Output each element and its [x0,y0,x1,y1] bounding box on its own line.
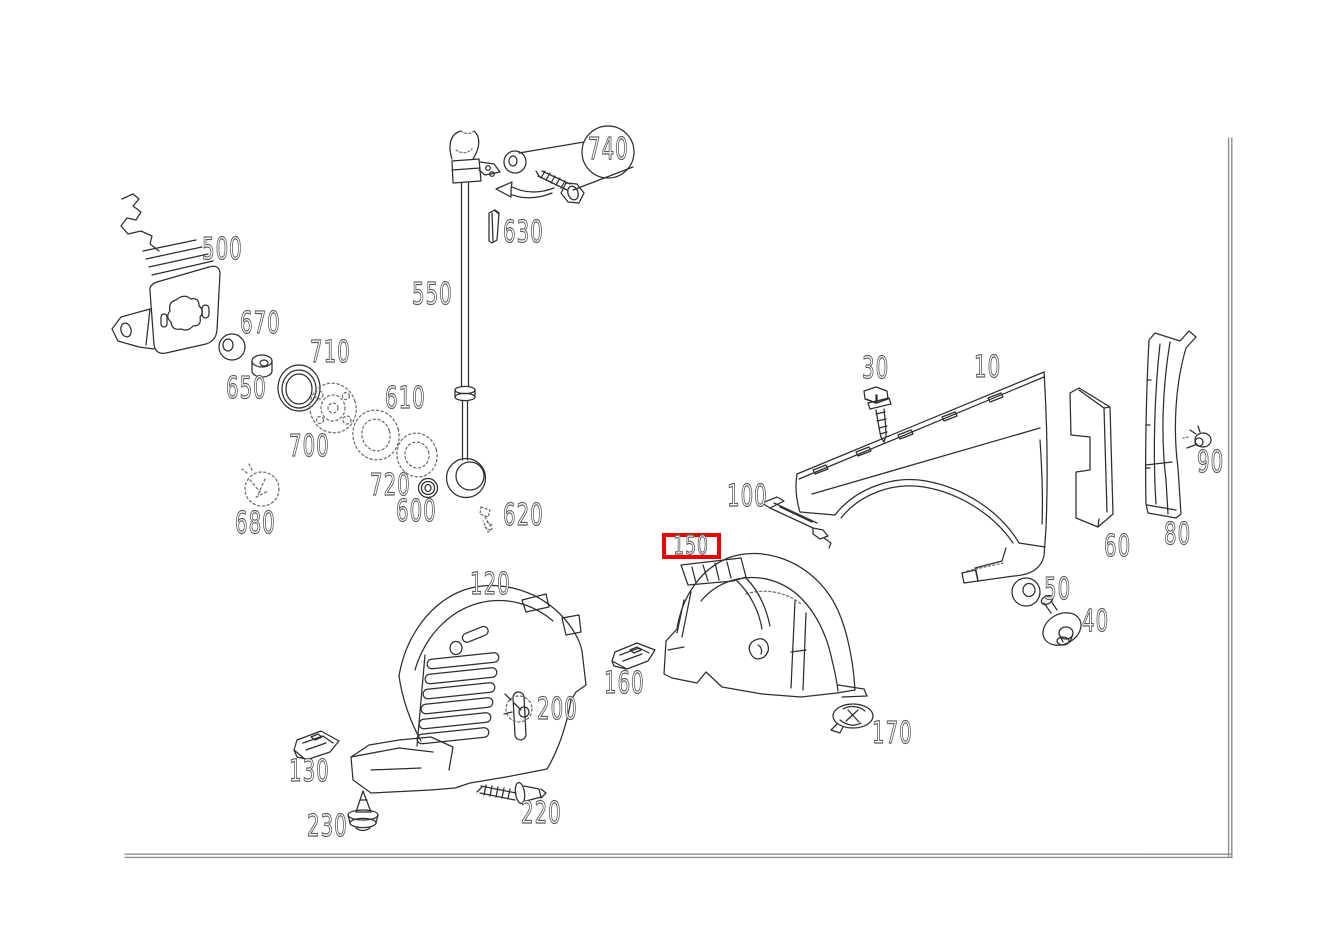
part-washer-670 [218,333,246,361]
part-bracket-500 [111,193,221,354]
part-label-600[interactable]: 600 [396,494,437,529]
part-pin-630 [488,209,500,244]
part-fender-10 [795,371,1048,584]
part-label-620[interactable]: 620 [503,498,544,533]
part-grommet-50 [1011,577,1041,607]
part-label-80[interactable]: 80 [1164,517,1192,552]
part-label-160[interactable]: 160 [604,666,645,701]
part-label-550[interactable]: 550 [412,277,453,312]
part-clip-170 [830,703,874,734]
part-screw-620 [479,506,493,533]
part-label-710[interactable]: 710 [310,335,351,370]
part-grommet-600 [417,477,439,499]
part-label-50[interactable]: 50 [1044,572,1072,607]
part-bearing-700 [309,382,357,434]
part-clip-160 [611,642,656,670]
part-label-720[interactable]: 720 [370,468,411,503]
part-label-130[interactable]: 130 [289,754,330,789]
part-label-220[interactable]: 220 [521,796,562,831]
part-label-200[interactable]: 200 [537,692,578,727]
part-label-60[interactable]: 60 [1104,529,1132,564]
part-label-150[interactable]: 150 [673,531,710,561]
part-screw-220 [476,781,547,805]
part-bushing-650 [251,354,273,378]
part-label-630[interactable]: 630 [503,215,544,250]
part-label-650[interactable]: 650 [226,371,267,406]
part-brace-100 [761,496,832,549]
part-label-670[interactable]: 670 [240,306,281,341]
part-label-40[interactable]: 40 [1082,604,1110,639]
part-label-120[interactable]: 120 [470,567,511,602]
part-label-700[interactable]: 700 [289,429,330,464]
part-seal-ring-710 [277,364,321,412]
part-label-740[interactable]: 740 [588,132,629,167]
part-label-610[interactable]: 610 [385,381,426,416]
part-antenna-rod-550 [445,130,501,499]
part-bolt-740 [503,125,635,204]
part-label-30[interactable]: 30 [862,351,890,386]
highlighted-part-label-box[interactable]: 150 [662,531,721,561]
part-fastener-200 [503,693,533,723]
part-arch-liner-120 [350,584,587,794]
part-label-100[interactable]: 100 [727,479,768,514]
part-label-90[interactable]: 90 [1197,445,1225,480]
part-label-10[interactable]: 10 [974,350,1002,385]
part-label-230[interactable]: 230 [307,809,348,844]
part-clip-130 [293,730,340,761]
part-label-170[interactable]: 170 [872,716,913,751]
part-label-500[interactable]: 500 [202,232,243,267]
part-arch-liner-150 [663,552,868,698]
part-rivet-40 [1040,594,1082,646]
part-clip-90 [1182,425,1212,449]
direction-arrow [495,181,555,199]
part-pillar-strip-80 [1145,330,1197,519]
sheet-frame-border [124,137,1233,859]
part-cap-680 [241,463,280,507]
part-label-680[interactable]: 680 [235,506,276,541]
part-plug-230 [347,790,379,832]
part-bolt-30 [863,386,892,443]
part-panel-60 [1069,387,1114,528]
part-ring-610 [352,409,438,478]
